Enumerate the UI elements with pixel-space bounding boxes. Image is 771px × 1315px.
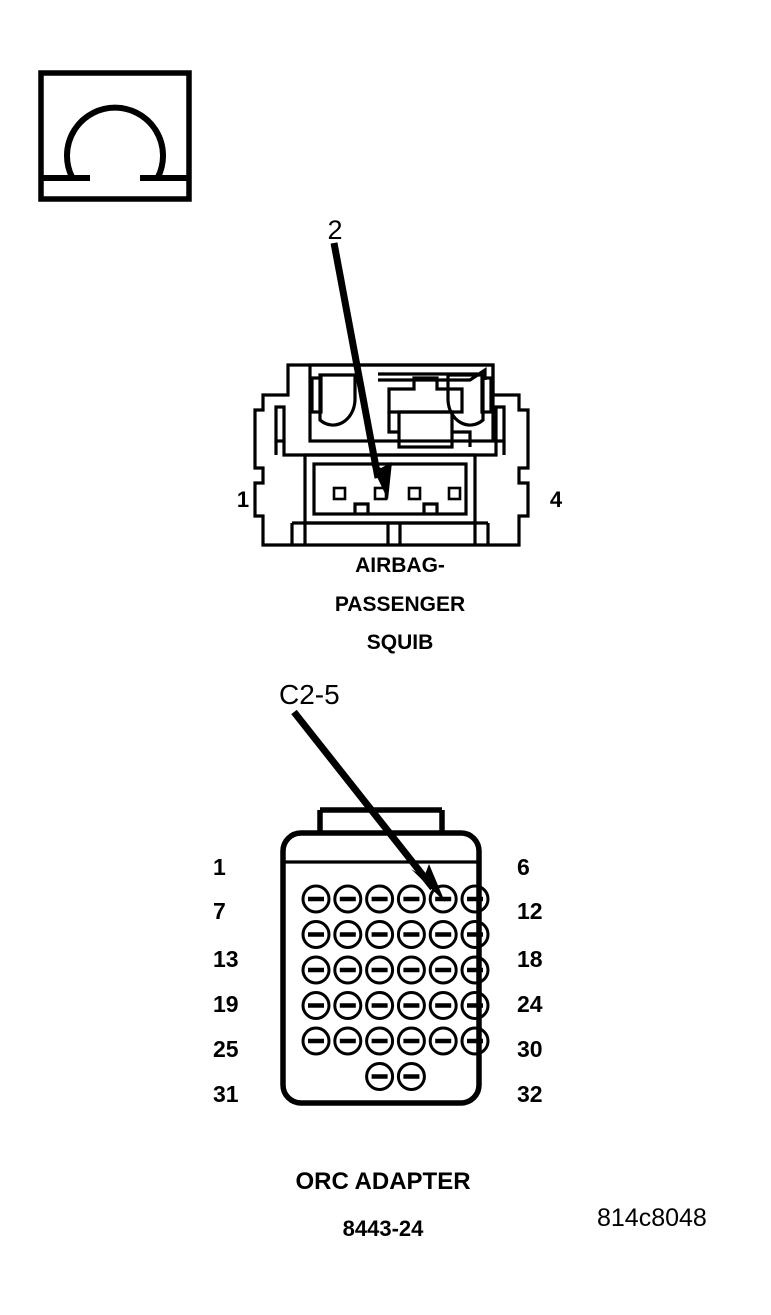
squib-name-line-3: SQUIB — [366, 631, 434, 654]
callout-arrow-orc — [291, 709, 445, 902]
orc-terminal — [460, 884, 490, 914]
orc-terminal-grid-render — [301, 884, 490, 1091]
orc-terminal — [333, 955, 363, 985]
ohm-symbol-box — [38, 70, 192, 202]
squib-name-line-2: PASSENGER — [334, 593, 466, 616]
orc-pin-right-32: 32 — [517, 1081, 543, 1107]
orc-terminal — [428, 991, 458, 1020]
squib-pin-right-label: 4 — [549, 487, 563, 512]
callout-arrow-squib — [330, 242, 392, 500]
orc-pin-right-6: 6 — [517, 854, 530, 880]
orc-terminal — [428, 920, 458, 949]
squib-cavity-4 — [447, 486, 462, 501]
squib-connector-drawing — [253, 363, 530, 547]
squib-callout-label: 2 — [327, 215, 343, 245]
orc-terminal — [460, 991, 490, 1020]
orc-terminal — [301, 991, 331, 1020]
orc-pin-left-7: 7 — [213, 898, 226, 924]
orc-terminal — [396, 1062, 426, 1091]
orc-terminal — [365, 920, 395, 949]
squib-cavity-1 — [332, 486, 347, 501]
squib-name-line-1: AIRBAG- — [355, 554, 445, 577]
orc-terminal — [301, 884, 331, 914]
orc-terminal — [301, 1026, 331, 1056]
orc-terminal — [333, 884, 363, 914]
orc-pin-right-12: 12 — [517, 898, 543, 924]
orc-terminal — [333, 920, 363, 949]
orc-terminal — [365, 1062, 395, 1091]
orc-pin-right-30: 30 — [517, 1036, 543, 1062]
orc-terminal — [428, 1026, 458, 1056]
orc-pin-left-31: 31 — [213, 1081, 239, 1107]
squib-pin-left-label: 1 — [236, 487, 250, 512]
orc-pin-left-1: 1 — [213, 854, 226, 880]
orc-terminal — [333, 991, 363, 1020]
squib-cavity-3 — [407, 486, 422, 501]
orc-terminal — [460, 1026, 490, 1056]
orc-terminal — [460, 955, 490, 985]
orc-terminal — [365, 991, 395, 1020]
orc-terminal — [365, 1026, 395, 1056]
orc-terminal — [396, 955, 426, 985]
orc-terminal — [396, 920, 426, 949]
orc-pin-left-19: 19 — [213, 991, 239, 1017]
orc-terminal — [396, 991, 426, 1020]
orc-terminal — [365, 884, 395, 914]
orc-terminal — [301, 955, 331, 985]
orc-adapter-part-number: 8443-24 — [342, 1216, 424, 1241]
orc-pin-right-18: 18 — [517, 946, 543, 972]
orc-terminal — [396, 1026, 426, 1056]
orc-terminal — [365, 955, 395, 985]
orc-terminal — [333, 1026, 363, 1056]
orc-pin-left-13: 13 — [213, 946, 239, 972]
orc-terminal — [396, 884, 426, 914]
orc-terminal — [460, 920, 490, 949]
figure-id-label: 814c8048 — [597, 1204, 707, 1232]
orc-pin-right-24: 24 — [517, 991, 543, 1017]
orc-terminal — [428, 955, 458, 985]
orc-callout-label: C2-5 — [279, 679, 340, 710]
orc-adapter-name: ORC ADAPTER — [295, 1168, 471, 1195]
orc-terminal — [301, 920, 331, 949]
orc-pin-left-25: 25 — [213, 1036, 239, 1062]
